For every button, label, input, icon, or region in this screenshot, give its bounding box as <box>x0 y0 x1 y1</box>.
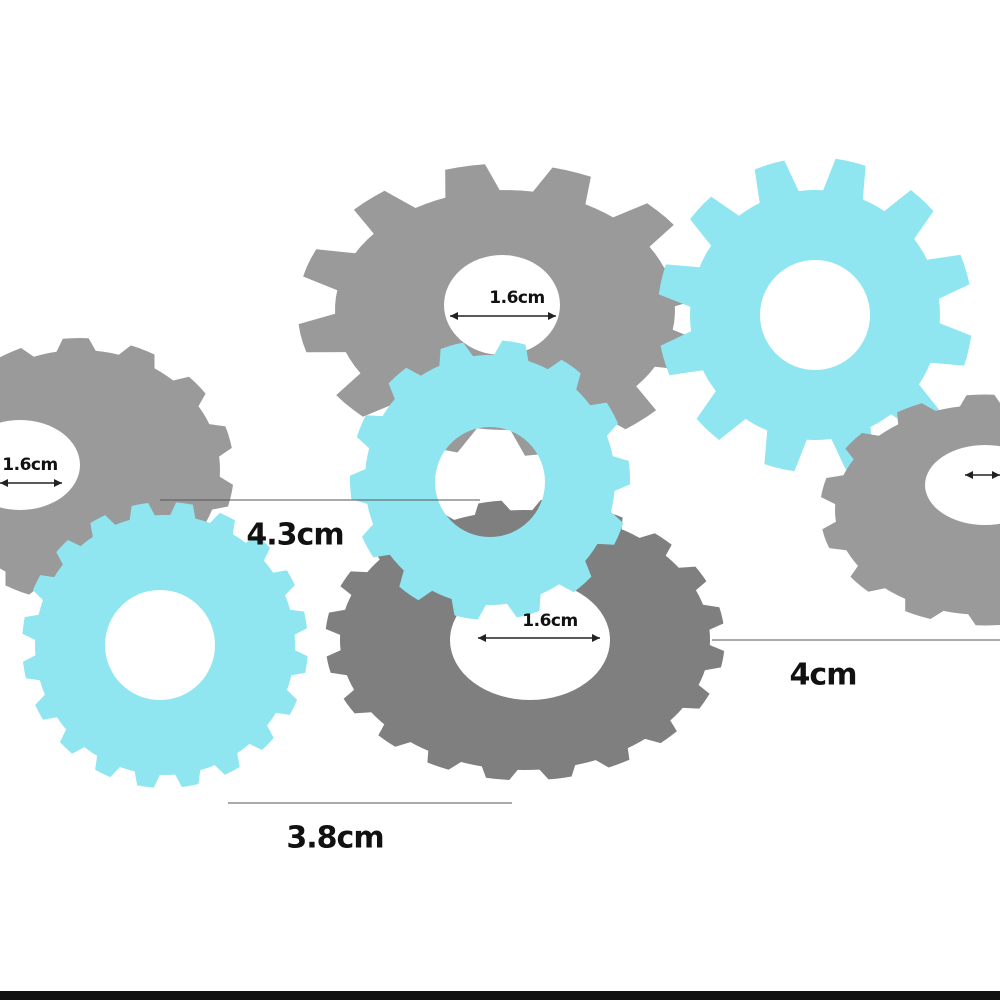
blue-gear-ring-top-right <box>658 158 972 472</box>
arrowhead-icon <box>54 479 62 487</box>
arrowhead-icon <box>965 471 973 479</box>
arrowhead-icon <box>992 471 1000 479</box>
middle-width-label: 4.3cm <box>246 517 344 553</box>
arrowhead-icon <box>592 634 600 642</box>
bottom-border <box>0 991 1000 1000</box>
bottom-width-label: 3.8cm <box>286 820 384 856</box>
arrowhead-icon <box>0 479 8 487</box>
arrowhead-icon <box>548 312 556 320</box>
arrowhead-icon <box>478 634 486 642</box>
blue-nubbed-ring-bottom-left <box>22 502 308 788</box>
top-gear-inner-label: 1.6cm <box>489 288 545 308</box>
arrowhead-icon <box>450 312 458 320</box>
blue-ring-middle <box>350 340 630 620</box>
right-width-label: 4cm <box>789 657 858 693</box>
left-ring-inner-label: 1.6cm <box>2 455 58 475</box>
gray-ring-right <box>821 394 1000 626</box>
bottom-ring-inner-label: 1.6cm <box>522 611 578 631</box>
